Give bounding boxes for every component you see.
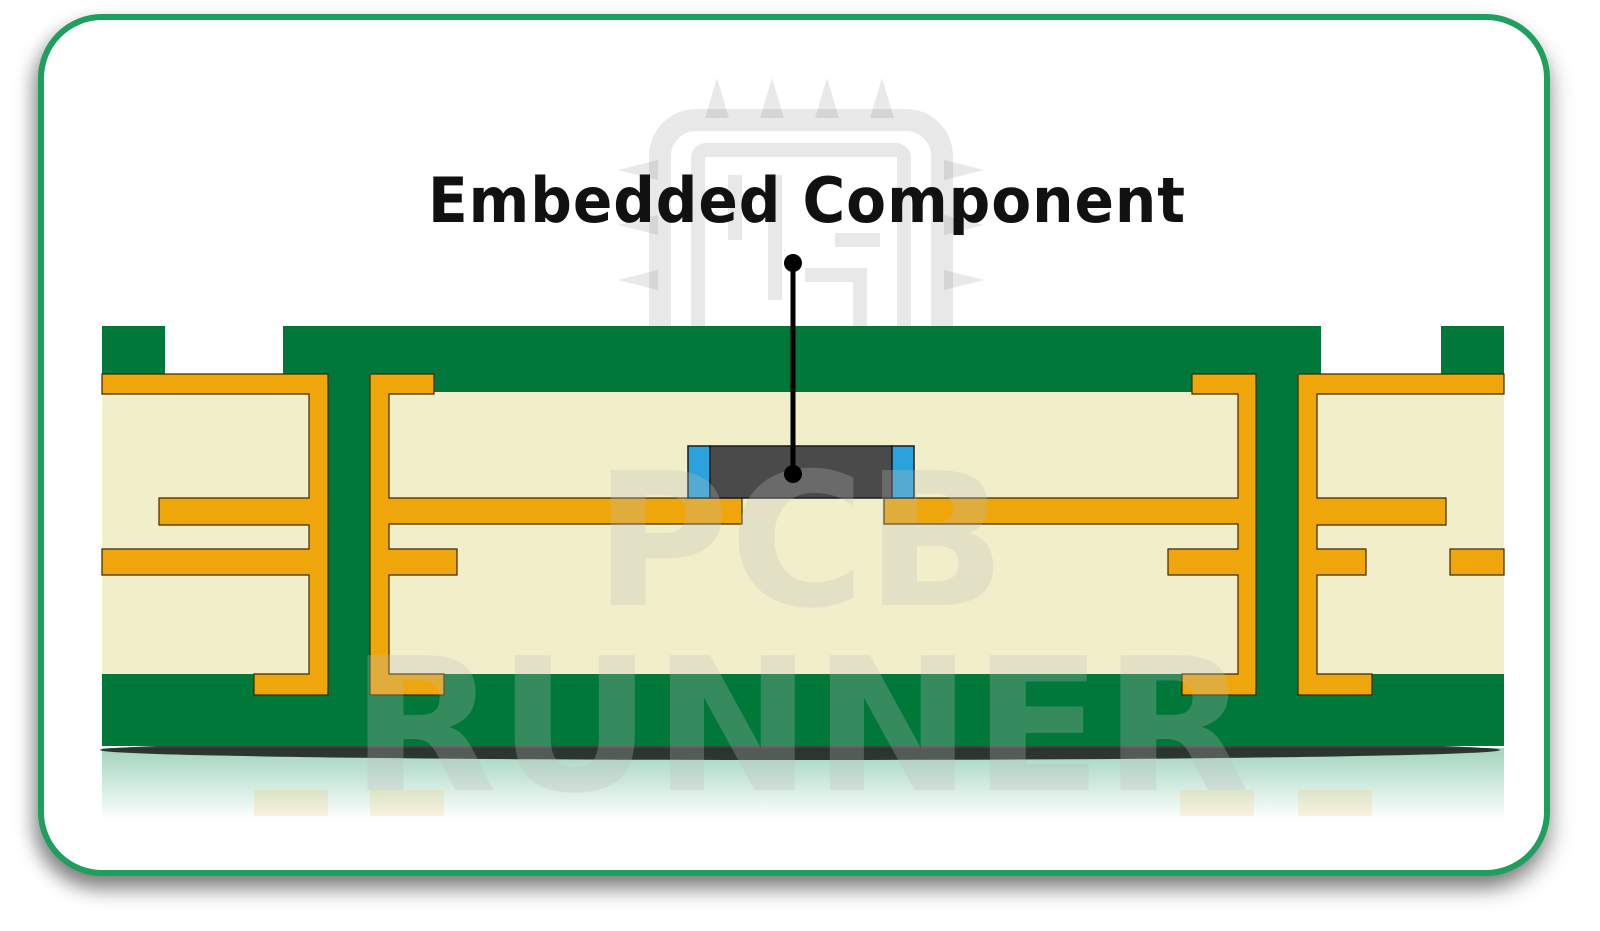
component-terminal-right bbox=[891, 445, 915, 499]
callout-dot-top bbox=[784, 254, 802, 272]
callout-dot-bottom bbox=[784, 465, 802, 483]
right-via-fill bbox=[1256, 374, 1298, 746]
watermark-line-2: RUNNER bbox=[350, 618, 1250, 834]
left-via-fill bbox=[328, 374, 370, 746]
board-reflection bbox=[102, 748, 1504, 820]
watermark-line-1: PCB bbox=[594, 433, 1006, 649]
copper-right-inner bbox=[883, 373, 1257, 696]
copper-left-outer bbox=[101, 373, 329, 696]
copper-right-edge-pad bbox=[1449, 548, 1505, 576]
copper-reflection bbox=[254, 790, 1372, 816]
copper-left-inner bbox=[369, 373, 743, 696]
diagram-title: Embedded Component bbox=[428, 164, 1186, 237]
copper-right-outer bbox=[1297, 373, 1505, 696]
top-solder-mask bbox=[102, 326, 1504, 392]
